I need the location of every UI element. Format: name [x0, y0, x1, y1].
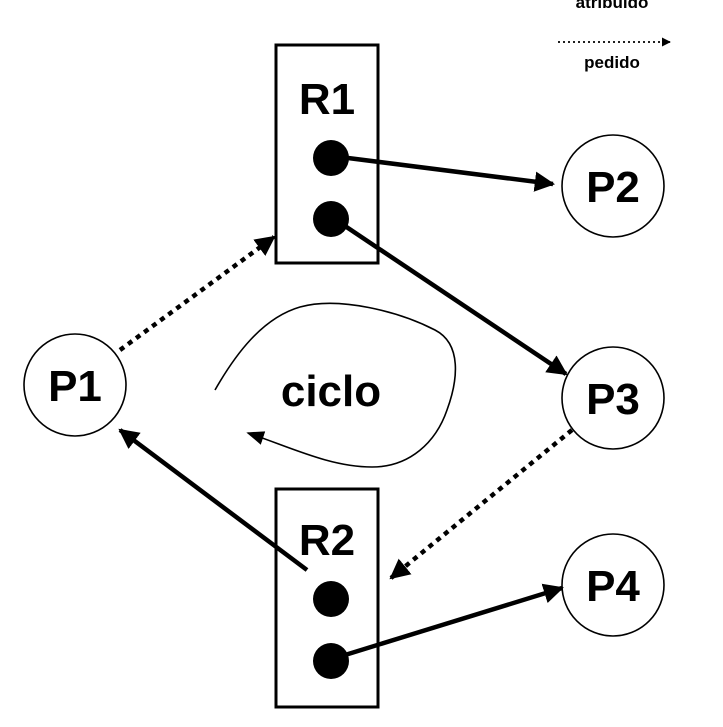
process-p1: P1	[23, 333, 127, 437]
resource-r1-instance-1	[313, 140, 349, 176]
legend: atribuído pedido	[558, 0, 671, 72]
resource-r1-label: R1	[299, 75, 355, 124]
process-p4-label: P4	[586, 562, 640, 611]
process-p1-label: P1	[48, 362, 102, 411]
cycle-annotation: ciclo	[214, 302, 457, 468]
process-p1-circle	[23, 333, 127, 437]
cycle-curve-arrow	[214, 302, 457, 468]
legend-assigned-label: atribuído	[576, 0, 649, 12]
request-arrow-p3-r2	[389, 428, 574, 580]
assigned-arrow-r2-p1	[118, 428, 309, 572]
resource-r2-label: R2	[299, 516, 355, 565]
cycle-label: ciclo	[281, 367, 381, 416]
process-p2-label: P2	[586, 163, 640, 212]
assigned-arrow-r2-p4	[344, 583, 564, 658]
resource-r1-instance-2	[313, 201, 349, 237]
legend-requested-label: pedido	[584, 53, 640, 72]
assigned-arrow-r1-p3	[343, 224, 568, 376]
assigned-arrow-r1-p2	[347, 155, 556, 192]
process-p3-circle	[561, 346, 665, 450]
process-p3-label: P3	[586, 375, 640, 424]
resource-r1: R1	[274, 43, 380, 265]
process-p2: P2	[561, 134, 665, 238]
resource-r2-instance-2	[313, 643, 349, 679]
process-p4: P4	[561, 533, 665, 637]
request-arrow-p1-r1	[118, 235, 276, 352]
process-p3: P3	[561, 346, 665, 450]
resource-r2-instance-1	[313, 581, 349, 617]
resource-r2: R2	[274, 487, 380, 709]
process-p2-circle	[561, 134, 665, 238]
